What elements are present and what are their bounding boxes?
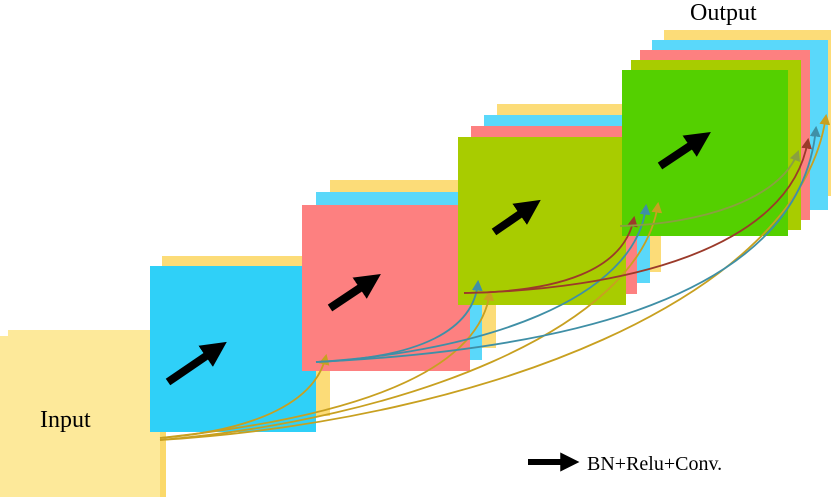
legend: BN+Relu+Conv. [528, 452, 722, 475]
connection-block3-output [619, 149, 801, 227]
arrow-icon [657, 132, 711, 170]
input-block: Input [0, 330, 166, 497]
feature-block-2 [302, 180, 496, 371]
output-block: Output [622, 0, 831, 236]
connection-block1-output [315, 125, 821, 363]
connection-block1-block3 [315, 203, 651, 363]
legend-label: BN+Relu+Conv. [587, 453, 722, 475]
output-label: Output [690, 0, 757, 26]
connection-input-block2 [159, 289, 495, 439]
arrow-icon [165, 341, 227, 386]
arrow-icon [327, 274, 381, 312]
feature-block-1 [150, 256, 330, 432]
connection-input-block3 [159, 201, 663, 441]
arrow-icon [491, 199, 541, 236]
dense-connections [159, 113, 831, 441]
connection-block2-output [463, 137, 812, 294]
input-label: Input [40, 407, 91, 433]
